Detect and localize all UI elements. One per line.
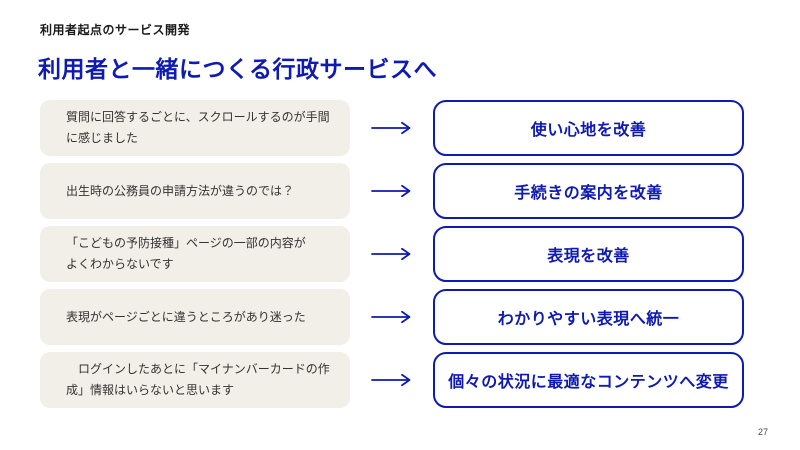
improvement-label: わかりやすい表現へ統一 <box>497 311 680 328</box>
arrow-right-icon <box>350 163 433 219</box>
feedback-text: 表現がページごとに違うところがあり迷った <box>66 309 306 324</box>
page-number: 27 <box>757 427 768 437</box>
improvement-box: 表現を改善 <box>433 226 744 282</box>
improvement-label: 個々の状況に最適なコンテンツへ変更 <box>448 374 729 391</box>
feedback-text: 「こどもの予防接種」ページの一部の内容が よくわからないです <box>66 236 306 271</box>
feedback-box: 「こどもの予防接種」ページの一部の内容が よくわからないです <box>40 226 350 282</box>
slide-title: 利用者と一緒につくる行政サービスへ <box>38 56 438 82</box>
feedback-text: 質問に回答するごとに、スクロールするのが手間 に感じました <box>66 110 330 145</box>
arrow-right-icon <box>350 226 433 282</box>
slide-eyebrow: 利用者起点のサービス開発 <box>40 23 191 37</box>
feedback-box: 表現がページごとに違うところがあり迷った <box>40 289 350 345</box>
mapping-row-4: 表現がページごとに違うところがあり迷った わかりやすい表現へ統一 <box>40 289 744 345</box>
mapping-row-5: ログインしたあとに「マイナンバーカードの作 成」情報はいらないと思います 個々の… <box>40 352 744 408</box>
feedback-box: ログインしたあとに「マイナンバーカードの作 成」情報はいらないと思います <box>40 352 350 408</box>
feedback-text: 出生時の公務員の申請方法が違うのでは？ <box>66 183 295 198</box>
mapping-row-3: 「こどもの予防接種」ページの一部の内容が よくわからないです 表現を改善 <box>40 226 744 282</box>
arrow-right-icon <box>350 100 433 156</box>
mapping-row-1: 質問に回答するごとに、スクロールするのが手間 に感じました 使い心地を改善 <box>40 100 744 156</box>
improvement-box: 使い心地を改善 <box>433 100 744 156</box>
feedback-mapping-list: 質問に回答するごとに、スクロールするのが手間 に感じました 使い心地を改善 出生… <box>40 100 744 408</box>
feedback-box: 質問に回答するごとに、スクロールするのが手間 に感じました <box>40 100 350 156</box>
improvement-box: 個々の状況に最適なコンテンツへ変更 <box>433 352 744 408</box>
improvement-label: 使い心地を改善 <box>530 122 647 139</box>
arrow-right-icon <box>350 289 433 345</box>
improvement-box: 手続きの案内を改善 <box>433 163 744 219</box>
improvement-label: 表現を改善 <box>547 248 630 265</box>
improvement-box: わかりやすい表現へ統一 <box>433 289 744 345</box>
arrow-right-icon <box>350 352 433 408</box>
feedback-box: 出生時の公務員の申請方法が違うのでは？ <box>40 163 350 219</box>
mapping-row-2: 出生時の公務員の申請方法が違うのでは？ 手続きの案内を改善 <box>40 163 744 219</box>
feedback-text: ログインしたあとに「マイナンバーカードの作 成」情報はいらないと思います <box>66 362 330 397</box>
improvement-label: 手続きの案内を改善 <box>514 185 663 202</box>
